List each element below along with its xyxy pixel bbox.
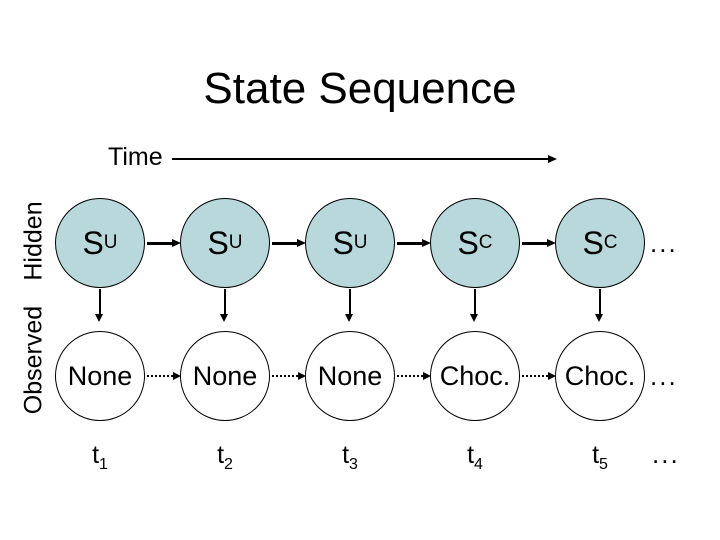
hidden-state-base: S bbox=[582, 224, 604, 261]
time-step-label: t4 bbox=[467, 441, 483, 473]
observation-label: Choc. bbox=[564, 360, 636, 391]
transition-arrow-icon bbox=[272, 239, 306, 247]
observation-label: None bbox=[192, 360, 258, 391]
hidden-state-base: S bbox=[82, 224, 104, 261]
emission-arrow-icon bbox=[470, 289, 479, 322]
observation-transition-arrow-icon bbox=[272, 372, 306, 380]
observed-node: None bbox=[55, 331, 145, 421]
hidden-state-base: S bbox=[207, 224, 229, 261]
observation-label: None bbox=[67, 360, 133, 391]
time-arrow-icon bbox=[172, 155, 557, 163]
time-step-label: t3 bbox=[342, 441, 358, 473]
transition-arrow-icon bbox=[397, 239, 431, 247]
row-label-hidden: Hidden bbox=[19, 201, 48, 281]
observed-node: Choc. bbox=[430, 331, 520, 421]
time-step-label: t5 bbox=[592, 441, 608, 473]
emission-arrow-icon bbox=[345, 289, 354, 322]
ellipsis-hidden-row: ... bbox=[650, 228, 678, 258]
observed-node: None bbox=[305, 331, 395, 421]
emission-arrow-icon bbox=[220, 289, 229, 322]
hidden-state-base: S bbox=[457, 224, 479, 261]
hidden-state-base: S bbox=[332, 224, 354, 261]
transition-arrow-icon bbox=[147, 239, 181, 247]
observation-transition-arrow-icon bbox=[147, 372, 181, 380]
observation-label: Choc. bbox=[439, 360, 511, 391]
time-step-label: t1 bbox=[92, 441, 108, 473]
time-step-label: t2 bbox=[217, 441, 233, 473]
page-title: State Sequence bbox=[203, 64, 517, 113]
time-axis-label: Time bbox=[108, 143, 163, 171]
transition-arrow-icon bbox=[522, 239, 556, 247]
ellipsis-observed-row: ... bbox=[650, 361, 678, 391]
observation-transition-arrow-icon bbox=[522, 372, 556, 380]
observation-transition-arrow-icon bbox=[397, 372, 431, 380]
observed-node: None bbox=[180, 331, 270, 421]
observed-node: Choc. bbox=[555, 331, 645, 421]
emission-arrow-icon bbox=[95, 289, 104, 322]
ellipsis-time-row: ... bbox=[652, 439, 680, 469]
row-label-observed: Observed bbox=[19, 305, 48, 415]
observation-label: None bbox=[317, 360, 383, 391]
emission-arrow-icon bbox=[595, 289, 604, 322]
